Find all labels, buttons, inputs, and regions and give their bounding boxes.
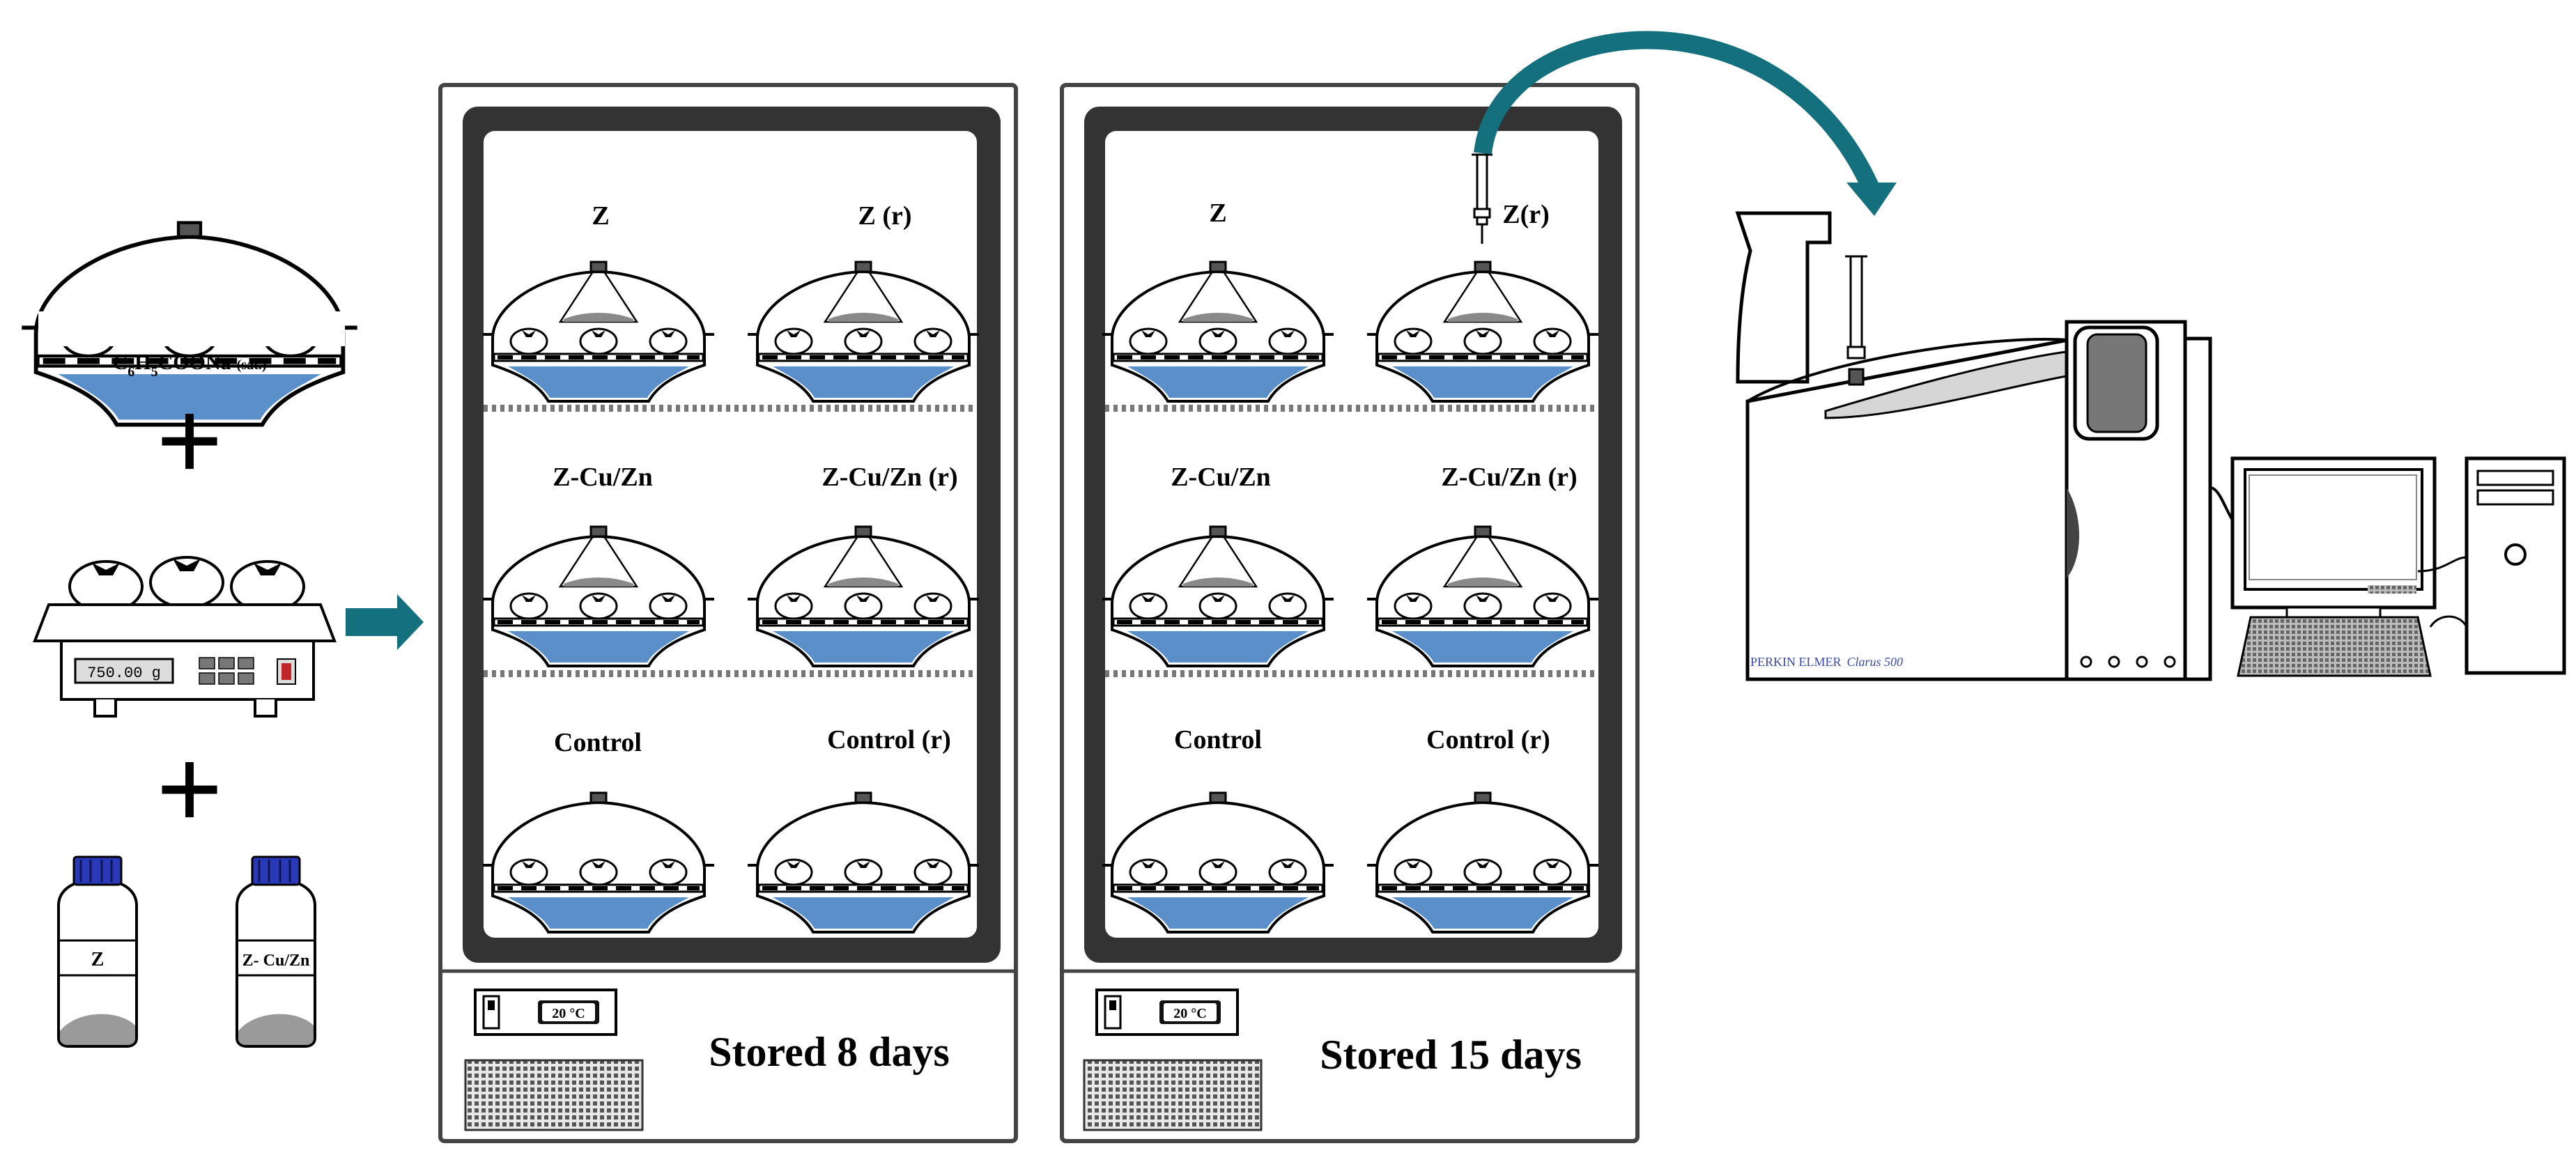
label-zcuzn: Z-Cu/Zn	[553, 463, 653, 492]
salt-formula: C6H5COONa(sat.)	[113, 351, 267, 380]
scale-with-tomatoes: 750.00 g	[33, 556, 337, 718]
caption-8-days: Stored 8 days	[709, 1029, 950, 1075]
syringe-icon	[1845, 255, 1867, 386]
label-control-r: Control (r)	[827, 725, 951, 754]
chamber-8-days: Z Z (r) Z-Cu/Zn Z-Cu/Zn (r) Control Cont…	[438, 83, 1018, 1143]
scale-display	[74, 658, 174, 684]
syringe-icon	[1472, 153, 1493, 244]
label-zcuzn-r: Z-Cu/Zn (r)	[822, 463, 957, 492]
label-z-r: Z(r)	[1502, 200, 1550, 229]
vent-grille	[464, 1059, 644, 1131]
plus-sign-1: +	[156, 375, 224, 506]
computer	[2230, 456, 2566, 677]
arrow-right-icon	[346, 594, 424, 650]
label-z-r: Z (r)	[858, 201, 911, 231]
bottle-z-cuzn: Z- Cu/Zn	[236, 855, 316, 1048]
label-control-r: Control (r)	[1426, 725, 1550, 754]
bottle-z-label: Z	[91, 949, 105, 970]
plus-sign-2: +	[156, 724, 224, 855]
power-switch-icon	[482, 995, 500, 1030]
desiccator-mask	[38, 311, 345, 346]
chamber-15-days: Z Z(r) Z-Cu/Zn Z-Cu/Zn (r) Control Contr…	[1060, 83, 1640, 1143]
salt-formula-c: C	[113, 351, 128, 374]
label-zcuzn: Z-Cu/Zn	[1171, 463, 1271, 492]
label-control: Control	[554, 728, 642, 757]
thermostat-reading: 20 °C	[1173, 1006, 1206, 1021]
bottle-z-cuzn-label: Z- Cu/Zn	[242, 952, 310, 970]
keyboard-icon	[2237, 616, 2432, 677]
bottle-z: Z	[57, 855, 138, 1048]
vent-grille	[1083, 1059, 1263, 1131]
power-switch-icon	[1104, 995, 1122, 1030]
shelves	[1105, 405, 1598, 677]
scale-reading: 750.00 g	[87, 665, 161, 682]
label-control: Control	[1174, 725, 1262, 754]
shelves	[484, 405, 977, 677]
caption-15-days: Stored 15 days	[1320, 1032, 1582, 1078]
thermostat-reading: 20 °C	[552, 1006, 585, 1021]
curved-arrow-icon	[1474, 31, 1897, 216]
label-z: Z	[1209, 199, 1226, 228]
label-zcuzn-r: Z-Cu/Zn (r)	[1441, 463, 1577, 492]
label-z: Z	[592, 201, 609, 231]
